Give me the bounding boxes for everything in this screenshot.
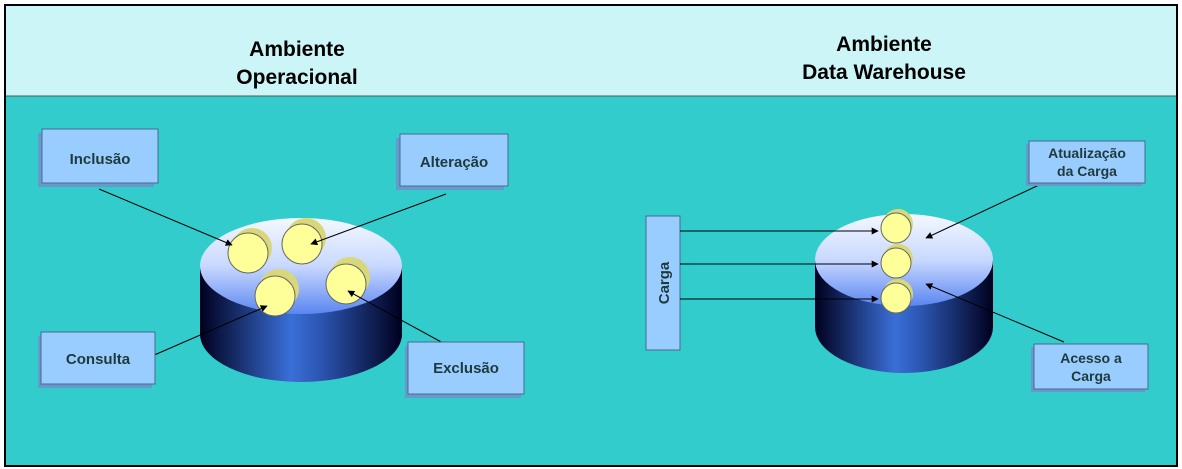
exclusao-box: Exclusão — [405, 341, 525, 398]
header-band — [6, 6, 1176, 96]
exclusao-label: Exclusão — [433, 360, 499, 377]
acesso-label-line1: Acesso a — [1060, 350, 1122, 366]
carga-box: Carga — [645, 215, 681, 351]
acesso-label-line2: Carga — [1071, 368, 1111, 384]
warehouse-records — [880, 209, 913, 314]
consulta-label: Consulta — [66, 351, 131, 368]
carga-label: Carga — [656, 261, 673, 304]
atualizacao-label-line2: da Carga — [1057, 163, 1117, 179]
inclusao-box: Inclusão — [38, 128, 159, 187]
inclusao-label: Inclusão — [70, 151, 131, 168]
acesso-box: Acesso a Carga — [1031, 343, 1149, 392]
alteracao-label: Alteração — [420, 154, 488, 171]
diagram-frame: Ambiente Operacional Ambiente Data Wareh… — [4, 4, 1178, 467]
left-header-line2: Operacional — [236, 66, 357, 89]
diagram-canvas: Ambiente Operacional Ambiente Data Wareh… — [4, 4, 1178, 467]
alteracao-box: Alteração — [396, 133, 509, 190]
right-header-line2: Data Warehouse — [802, 61, 966, 84]
right-header-line1: Ambiente — [836, 33, 932, 56]
operational-records — [227, 218, 370, 317]
atualizacao-box: Atualização da Carga — [1026, 140, 1146, 186]
consulta-box: Consulta — [38, 331, 156, 388]
left-header-line1: Ambiente — [249, 38, 345, 61]
atualizacao-label-line1: Atualização — [1048, 145, 1126, 161]
